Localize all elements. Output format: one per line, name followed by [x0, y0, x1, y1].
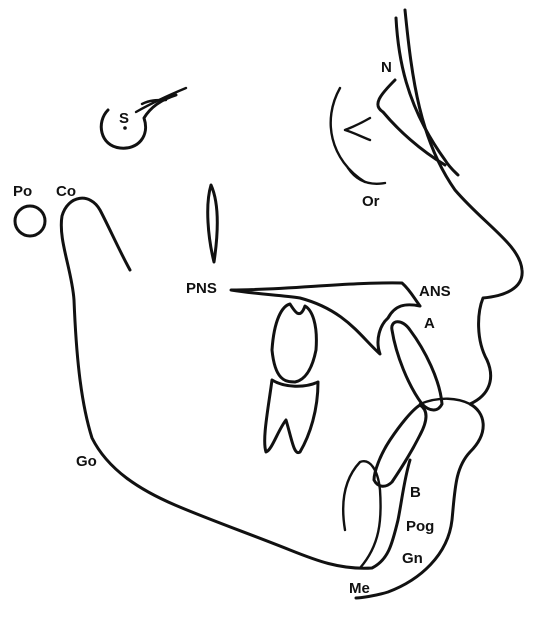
upper-molar	[272, 304, 316, 382]
label-s: S	[119, 110, 129, 127]
lower-molar	[265, 380, 318, 453]
upper-incisor	[392, 322, 442, 410]
orbit-floor	[348, 168, 385, 184]
label-n: N	[381, 59, 392, 76]
lower-incisor	[374, 405, 426, 486]
mandible-outline	[61, 198, 410, 568]
label-pog: Pog	[406, 518, 434, 535]
label-b: B	[410, 484, 421, 501]
label-co: Co	[56, 183, 76, 200]
label-a: A	[424, 315, 435, 332]
clinoid-process	[136, 88, 186, 112]
label-go: Go	[76, 453, 97, 470]
label-me: Me	[349, 580, 370, 597]
porion-circle	[15, 206, 45, 236]
sella-turcica	[101, 95, 176, 148]
label-po: Po	[13, 183, 32, 200]
label-or: Or	[362, 193, 380, 210]
orbital-rim	[345, 118, 370, 140]
label-gn: Gn	[402, 550, 423, 567]
label-ans: ANS	[419, 283, 451, 300]
label-pns: PNS	[186, 280, 217, 297]
lower-alveolus	[420, 399, 470, 404]
pterygomaxillary-fissure	[208, 185, 218, 262]
hard-palate	[231, 283, 420, 354]
